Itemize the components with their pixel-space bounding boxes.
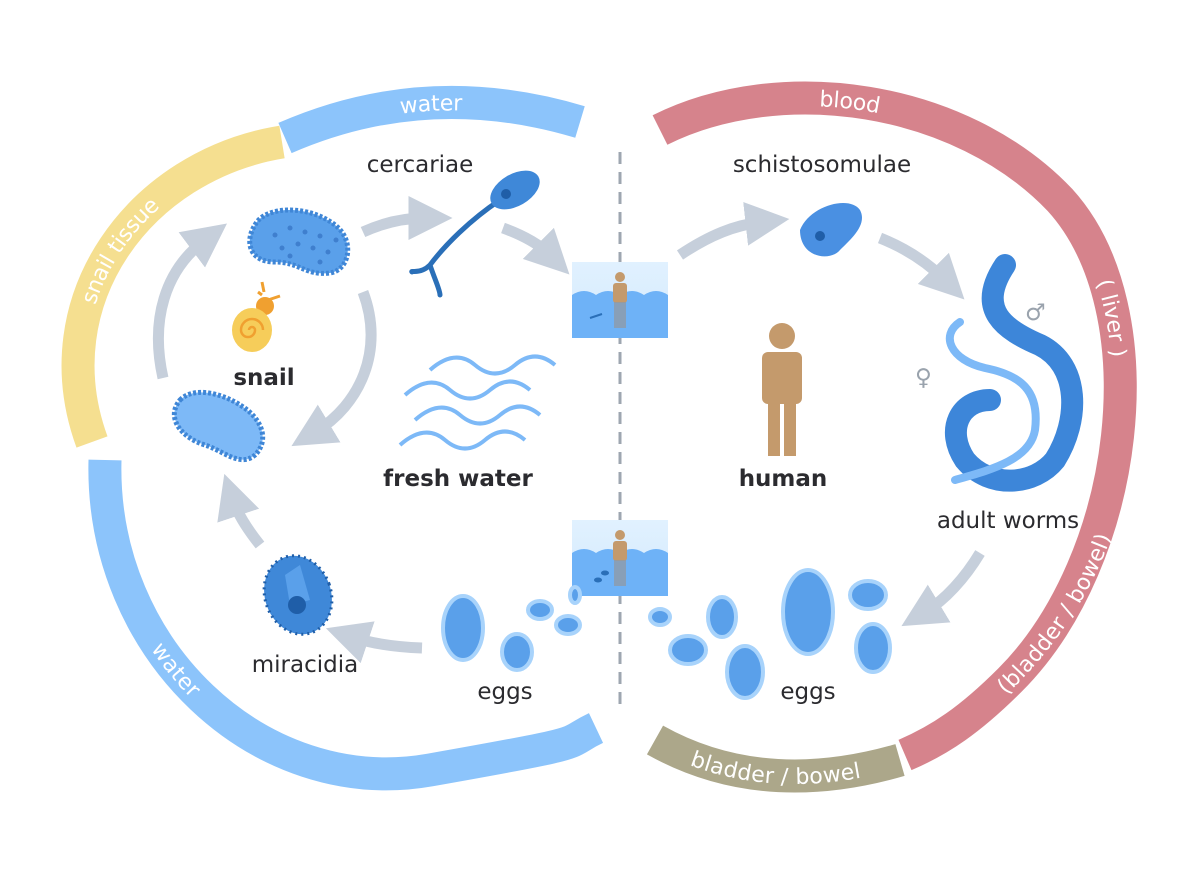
human-icon bbox=[762, 323, 802, 456]
eggs-left-icon bbox=[441, 585, 582, 672]
label-human: human bbox=[739, 466, 828, 492]
male-symbol: ♂ bbox=[1025, 300, 1046, 326]
egg-icon bbox=[526, 599, 554, 621]
egg-icon bbox=[725, 644, 765, 700]
svg-text:bladder / bowel: bladder / bowel bbox=[687, 747, 862, 790]
egg-icon bbox=[706, 595, 738, 639]
label-eggs-left: eggs bbox=[477, 679, 532, 705]
label-schistosomulae: schistosomulae bbox=[733, 152, 911, 178]
egg-icon bbox=[668, 634, 708, 666]
arc-bladder-bowel: bladder / bowel bbox=[655, 740, 900, 790]
arc-water-bottom: water bbox=[105, 460, 596, 774]
arrow-icon bbox=[291, 290, 377, 447]
snail-icon bbox=[232, 281, 281, 352]
arc-water-top: water bbox=[285, 91, 580, 138]
label-adult-worms: adult worms bbox=[937, 508, 1079, 534]
miracidium-icon bbox=[262, 554, 334, 636]
label-miracidia: miracidia bbox=[252, 652, 358, 678]
label-fresh-water: fresh water bbox=[383, 466, 533, 492]
adult-worms-icon: ♂ ♀ bbox=[915, 254, 1084, 492]
eggs-right-icon bbox=[648, 568, 892, 700]
cercaria-icon bbox=[409, 170, 540, 298]
arc-label-bladder-bowel-paren: (bladder / bowel) bbox=[993, 530, 1117, 699]
egg-icon bbox=[648, 607, 672, 627]
sporocyst-daughter-icon bbox=[247, 207, 351, 276]
egg-icon bbox=[554, 614, 582, 636]
arrow-icon bbox=[877, 232, 965, 300]
egg-icon bbox=[441, 594, 485, 662]
label-eggs-right: eggs bbox=[780, 679, 835, 705]
sporocyst-mother-icon bbox=[171, 389, 266, 463]
water-scene-bottom-icon bbox=[572, 520, 668, 596]
svg-text:(bladder / bowel): (bladder / bowel) bbox=[993, 530, 1117, 699]
arc-label-water-top: water bbox=[399, 91, 464, 119]
schistosomula-icon bbox=[800, 202, 862, 257]
egg-icon bbox=[848, 579, 888, 611]
arrow-icon bbox=[501, 222, 570, 275]
female-symbol: ♀ bbox=[915, 365, 932, 391]
arrow-icon bbox=[901, 550, 985, 627]
label-cercariae: cercariae bbox=[367, 152, 474, 178]
label-snail: snail bbox=[233, 365, 294, 391]
arrow-icon bbox=[360, 196, 453, 241]
arrow-icon bbox=[152, 223, 227, 380]
svg-text:water: water bbox=[399, 91, 464, 119]
egg-icon bbox=[568, 585, 582, 605]
egg-icon bbox=[854, 622, 892, 674]
fresh-water-waves-icon bbox=[398, 354, 557, 451]
water-scene-top-icon bbox=[572, 262, 668, 338]
arrow-icon bbox=[676, 201, 790, 260]
cycle-arrows bbox=[152, 196, 985, 664]
egg-icon bbox=[781, 568, 835, 656]
arrow-icon bbox=[217, 473, 265, 549]
arrow-icon bbox=[325, 621, 423, 664]
arc-label-bladder-bowel: bladder / bowel bbox=[687, 747, 862, 790]
arc-label-snail-tissue: snail tissue bbox=[77, 193, 164, 307]
egg-icon bbox=[500, 632, 534, 672]
